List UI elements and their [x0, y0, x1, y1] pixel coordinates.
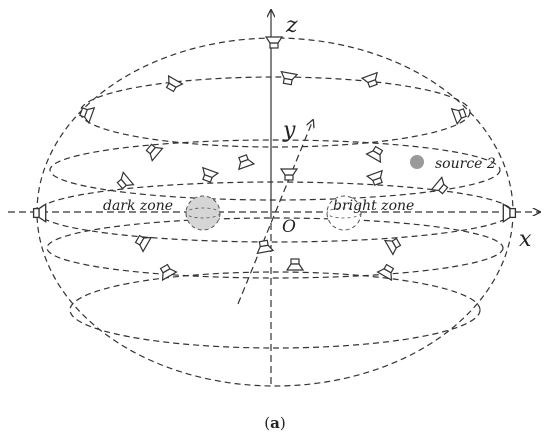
source-2-dot — [410, 155, 424, 169]
loudspeaker-icon — [198, 167, 219, 185]
dark-zone-label: dark zone — [103, 198, 173, 214]
loudspeaker-icon — [430, 176, 451, 198]
loudspeaker-icon — [286, 258, 304, 271]
loudspeaker-icon — [376, 261, 398, 281]
lower-latitude-ring — [46, 217, 504, 279]
loudspeaker-icon — [32, 203, 47, 223]
y-axis — [237, 120, 313, 305]
y-axis-label: y — [282, 118, 296, 143]
caption-open-paren: ( — [264, 414, 270, 432]
bright-zone-label: bright zone — [333, 198, 414, 214]
upper-latitude-ring — [49, 139, 501, 201]
caption-letter: a — [270, 414, 280, 432]
source-2-label: source 2 — [435, 156, 496, 172]
origin-label: O — [282, 217, 296, 237]
z-axis-label: z — [285, 13, 298, 38]
caption-close-paren: ) — [280, 414, 286, 432]
loudspeaker-icon — [361, 72, 382, 90]
dark-zone-sphere — [185, 195, 221, 231]
bright-zone-sphere — [326, 195, 362, 231]
loudspeaker-icon — [278, 71, 298, 86]
loudspeaker-icon — [132, 231, 152, 253]
loudspeaker-icon — [77, 103, 95, 124]
top-latitude-ring — [79, 76, 471, 148]
figure-caption: (a) — [264, 414, 285, 432]
loudspeaker-icon — [265, 36, 283, 49]
loudspeaker-icon — [162, 75, 184, 95]
x-axis-label: x — [519, 227, 532, 252]
loudspeaker-icon — [365, 143, 387, 163]
bottom-latitude-ring — [69, 271, 481, 349]
loudspeaker-icon — [280, 168, 298, 181]
loudspeaker-icon — [234, 152, 255, 170]
